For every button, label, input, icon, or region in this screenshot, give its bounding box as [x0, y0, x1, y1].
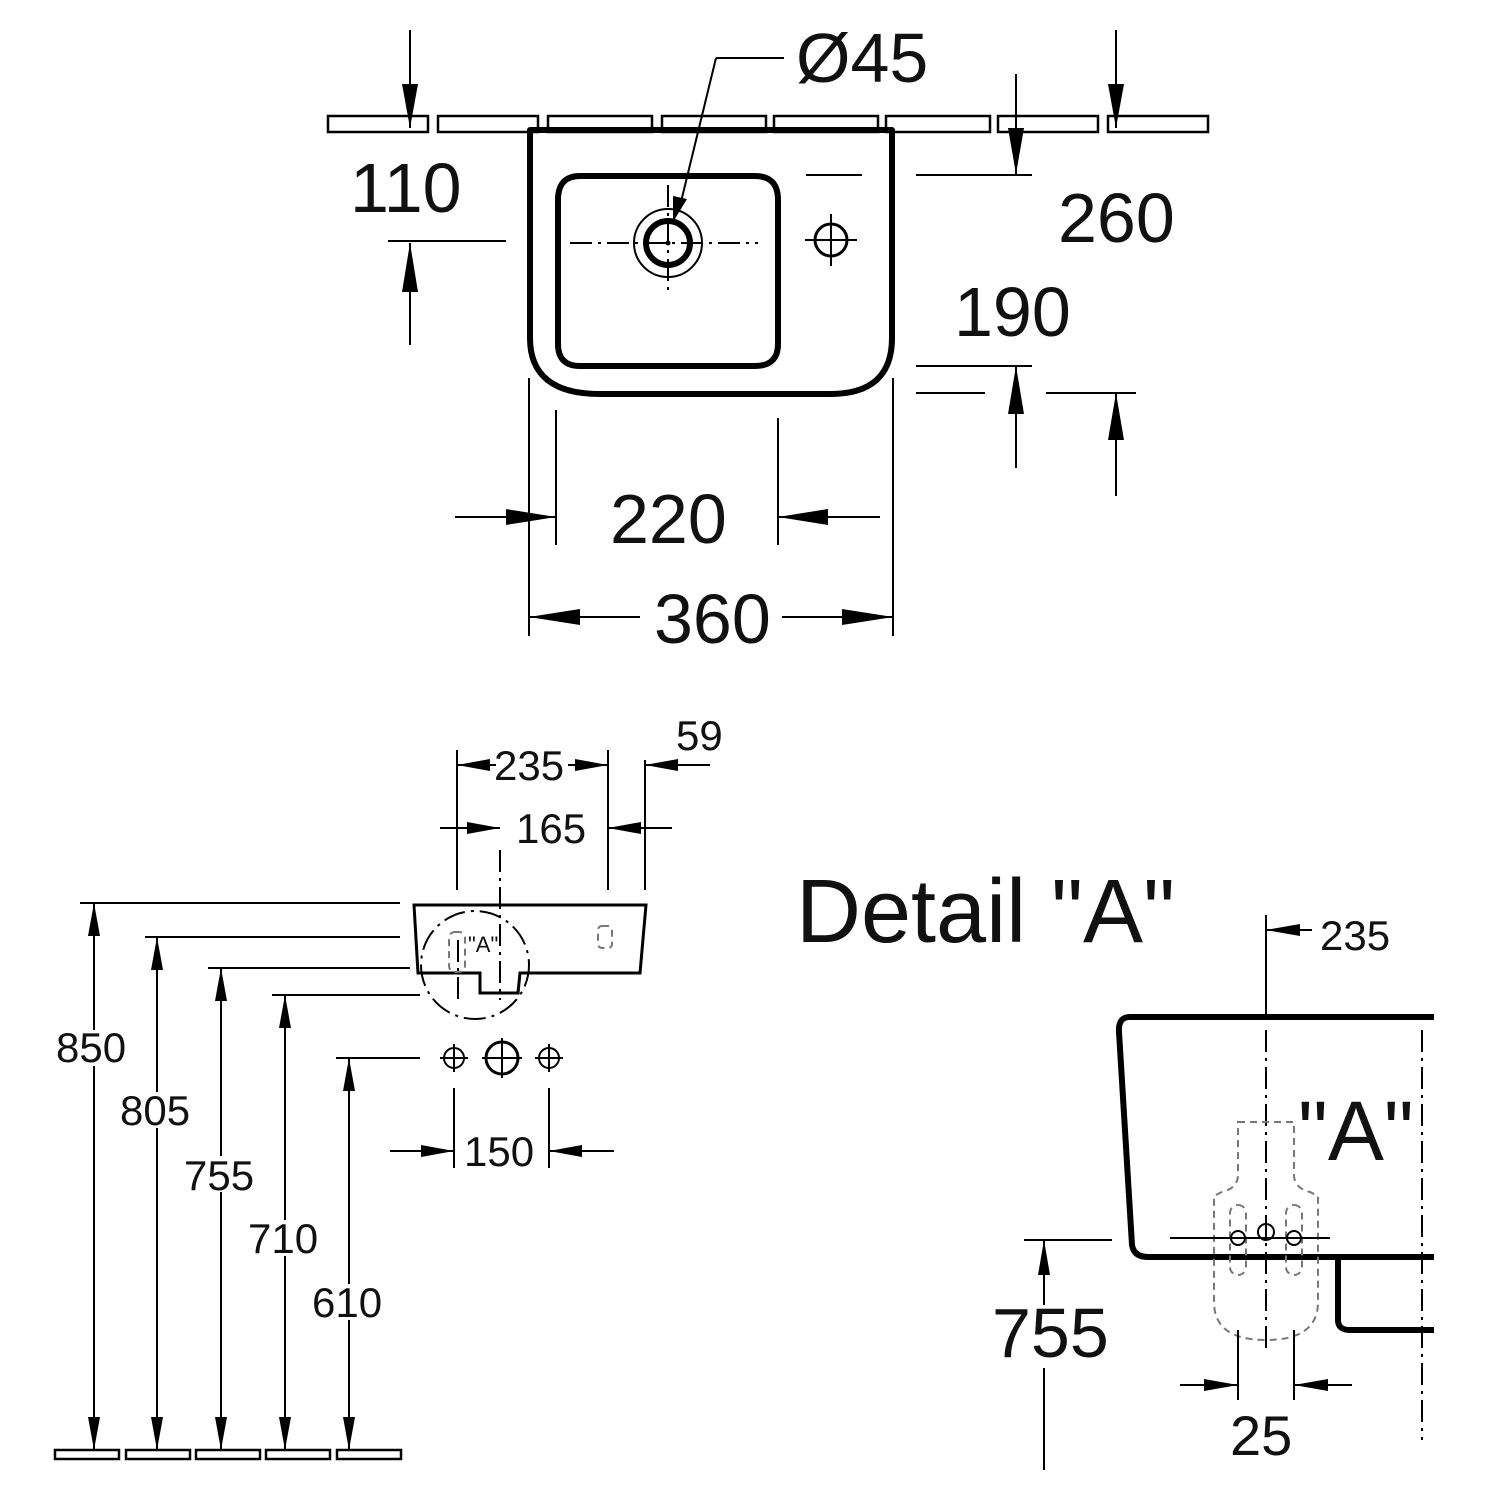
detail-a: Detail "A" 235 "A" 755 [796, 862, 1434, 1470]
basin-outline-top [527, 127, 895, 397]
dim-25: 25 [1230, 1404, 1292, 1467]
tap-hole [805, 214, 857, 266]
dim-850: 850 [56, 1024, 126, 1071]
dim-220: 220 [610, 480, 727, 558]
dim-165: 165 [516, 805, 586, 852]
dim-diameter-45: Ø45 [796, 19, 928, 97]
bowl-outline-top [555, 173, 781, 369]
dim-110: 110 [350, 149, 462, 227]
detail-a-label-large: "A" [1298, 1084, 1414, 1178]
dim-710: 710 [248, 1215, 318, 1262]
detail-title: Detail "A" [796, 862, 1175, 962]
drain-hole [570, 185, 758, 292]
floor-tiles [53, 1448, 403, 1461]
dim-235-side: 235 [494, 742, 564, 789]
wall-outlet-holes [440, 1038, 563, 1078]
dim-260: 260 [1058, 179, 1175, 257]
dim-755-side: 755 [184, 1152, 254, 1199]
dim-805: 805 [120, 1087, 190, 1134]
dim-150: 150 [464, 1128, 534, 1175]
dim-360: 360 [654, 580, 771, 658]
fixing-bracket-detail [1170, 1121, 1330, 1342]
basin-section-detail [1115, 1014, 1434, 1260]
dim-59: 59 [676, 712, 723, 759]
fixing-bracket-small [448, 925, 613, 973]
basin-profile-side [412, 903, 648, 995]
detail-a-label-small: "A" [468, 932, 498, 957]
dim-610: 610 [312, 1279, 382, 1326]
top-view: Ø45 110 260 190 220 [326, 19, 1210, 658]
dim-755-detail: 755 [992, 1294, 1109, 1372]
side-view: "A" 235 59 165 850 [53, 712, 723, 1461]
dim-235-detail: 235 [1320, 912, 1390, 959]
dim-190: 190 [954, 273, 1071, 351]
detail-a-circle [420, 910, 530, 1020]
